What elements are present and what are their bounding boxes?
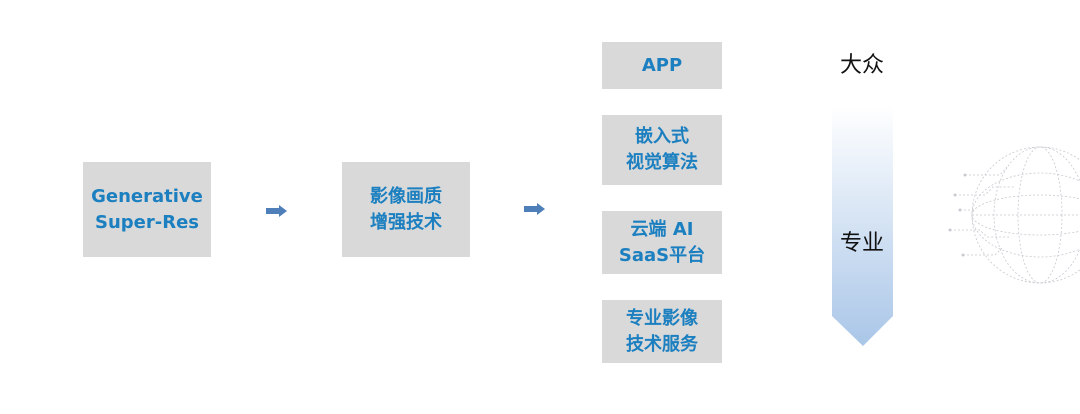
output-label-line1: APP — [641, 54, 683, 76]
output-label-line1: 专业影像 — [626, 307, 698, 329]
wireframe-globe-graphic — [948, 146, 1080, 284]
node-label-line2: Super-Res — [94, 211, 199, 233]
output-label-line2: SaaS平台 — [618, 244, 706, 266]
node-image-enhancement-tech: 影像画质 增强技术 — [342, 162, 470, 257]
flow-arrow-1 — [266, 205, 287, 217]
node-label-line1: 影像画质 — [370, 185, 442, 207]
output-pro-imaging-service: 专业影像 技术服务 — [602, 300, 722, 363]
scale-mid-label: 专业 — [840, 231, 885, 256]
flow-arrow-2 — [524, 203, 545, 215]
output-label-line1: 云端 AI — [630, 218, 694, 240]
output-label-line1: 嵌入式 — [635, 126, 689, 147]
output-label-line2: 视觉算法 — [626, 152, 698, 173]
output-label-line2: 技术服务 — [626, 333, 698, 355]
output-cloud-saas: 云端 AI SaaS平台 — [602, 211, 722, 274]
gradient-down-arrow — [832, 106, 893, 346]
output-app: APP — [602, 42, 722, 89]
scale-top-label: 大众 — [840, 53, 885, 78]
node-label-line1: Generative — [91, 185, 203, 207]
output-embedded-vision: 嵌入式 视觉算法 — [602, 115, 722, 185]
node-generative-super-res: Generative Super-Res — [83, 162, 211, 257]
node-label-line2: 增强技术 — [370, 211, 442, 233]
